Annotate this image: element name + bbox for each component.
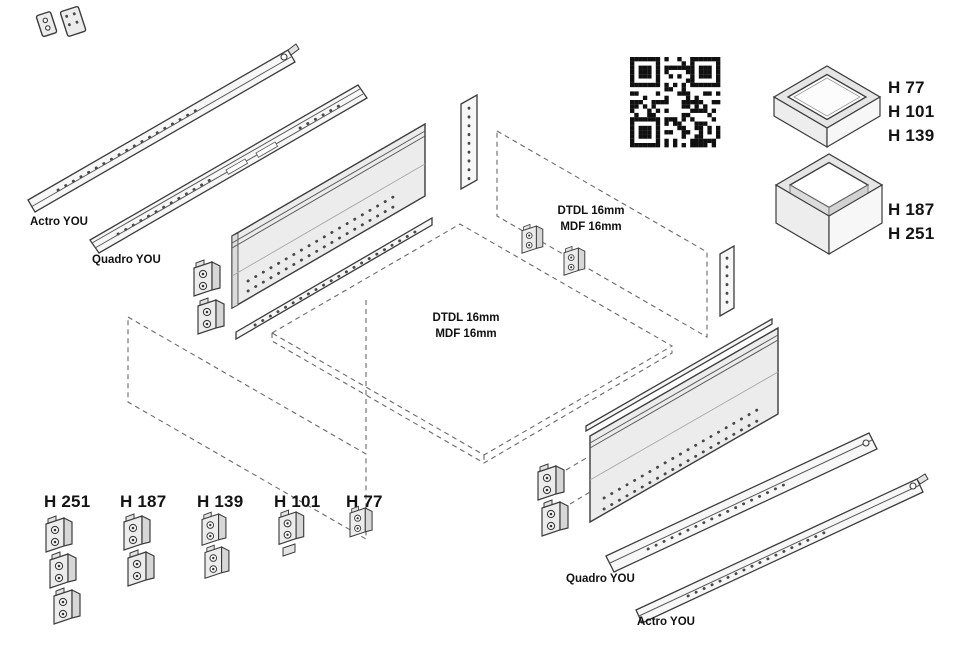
small-mounting-part-1 [35, 11, 58, 38]
box-low-height-2: H 101 [888, 102, 934, 121]
front-bracket-column-h77: H 77 [346, 492, 383, 538]
front-bracket-column-h101: H 101 [274, 492, 320, 557]
runner-quadro-you-left: Quadro YOU [89, 84, 368, 266]
back-connector-profile-right [719, 244, 735, 318]
bottom-panel-label-line1: DTDL 16mm [433, 312, 500, 324]
back-panel-label-line1: DTDL 16mm [558, 205, 625, 217]
runner-quadro-you-left-label: Quadro YOU [92, 254, 161, 266]
drawer-side-panel-right [589, 326, 779, 524]
box-low-height-3: H 139 [888, 126, 934, 145]
bottom-panel-dashed: DTDL 16mm MDF 16mm [270, 223, 674, 464]
bottom-panel-label-line2: MDF 16mm [435, 328, 496, 340]
front-bracket-column-h139: H 139 [197, 492, 243, 579]
back-panel-dashed: DTDL 16mm MDF 16mm [496, 130, 708, 338]
bracket-height-label-h187: H 187 [120, 492, 166, 511]
drawer-box-low [772, 65, 882, 149]
front-bracket-column-h187: H 187 [120, 492, 166, 587]
small-mounting-part-2 [59, 5, 87, 37]
box-high-height-1: H 187 [888, 200, 934, 219]
left-side-assembly: Actro YOU Quadro YOU [27, 5, 433, 341]
front-panel-dashed [127, 300, 367, 540]
bracket-height-label-h77: H 77 [346, 492, 383, 511]
runner-actro-you-left-label: Actro YOU [30, 216, 88, 228]
runner-actro-you-left: Actro YOU [27, 43, 300, 228]
front-bracket-pair-left [193, 259, 225, 335]
back-panel-label-line2: MDF 16mm [560, 221, 621, 233]
runner-quadro-you-right-label: Quadro YOU [566, 573, 635, 585]
drawer-box-high [774, 153, 884, 256]
front-bracket-column-h251: H 251 [44, 492, 90, 625]
side-rail-strip-left [235, 216, 433, 341]
bracket-height-label-h251: H 251 [44, 492, 90, 511]
drawer-side-panel-left [231, 122, 426, 310]
bracket-height-label-h139: H 139 [197, 492, 243, 511]
front-bracket-pair-right [537, 456, 591, 537]
qr-code-icon [627, 54, 724, 151]
back-connector-profile-left [460, 93, 478, 191]
runner-actro-you-right-label: Actro YOU [637, 616, 695, 628]
bracket-height-label-h101: H 101 [274, 492, 320, 511]
box-low-height-1: H 77 [888, 78, 925, 97]
right-side-assembly: Quadro YOU Actro YOU [537, 317, 929, 628]
side-rail-strip-right [585, 317, 773, 433]
box-high-height-2: H 251 [888, 224, 934, 243]
runner-actro-you-right: Actro YOU [635, 473, 929, 628]
runner-quadro-you-right: Quadro YOU [566, 432, 878, 585]
